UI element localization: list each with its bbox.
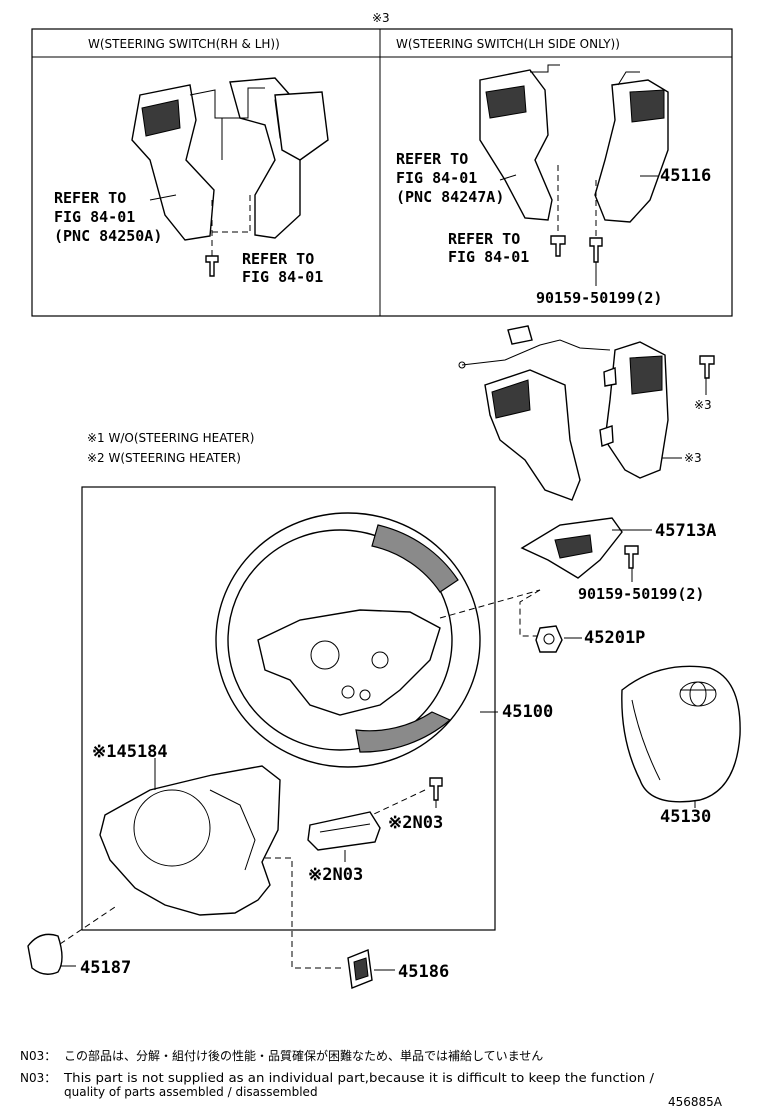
plug-illustration: [347, 949, 373, 989]
switch-pair-left-illustration: [131, 77, 329, 277]
note-jp-prefix: N03：: [20, 1049, 56, 1063]
airbag-illustration: [621, 665, 741, 803]
refer-left-2: REFER TO FIG 84-01: [242, 250, 323, 286]
dashed-line-nut: [519, 589, 541, 637]
label-n03-screw: ※2N03: [388, 813, 443, 833]
label-90159-top: 90159-50199(2): [536, 289, 662, 307]
svg-text:REFER TO: REFER TO: [396, 150, 468, 168]
note-jp-text: この部品は、分解・組付け後の性能・品質確保が困難なため、単品では補給していません: [64, 1048, 543, 1063]
leader-refer-left-1: [149, 194, 177, 201]
svg-text:REFER TO: REFER TO: [242, 250, 314, 268]
steering-wheel-illustration: [215, 512, 481, 768]
cap-illustration: [27, 933, 63, 975]
top-marker: ※3: [372, 11, 390, 25]
note-en-line2: quality of parts assembled / disassemble…: [64, 1085, 318, 1099]
label-45186: 45186: [398, 962, 449, 982]
screw-illustration: [429, 777, 443, 801]
svg-text:FIG 84-01: FIG 84-01: [242, 268, 323, 286]
svg-text:REFER TO: REFER TO: [54, 189, 126, 207]
header-right: W(STEERING SWITCH(LH SIDE ONLY)): [396, 37, 620, 51]
refer-right-2: REFER TO FIG 84-01: [448, 230, 529, 266]
dashed-line-screw: [339, 789, 426, 831]
label-45201P: 45201P: [584, 628, 645, 648]
label-45130: 45130: [660, 807, 711, 827]
svg-text:FIG 84-01: FIG 84-01: [448, 248, 529, 266]
label-mark3-switch: ※3: [684, 451, 702, 465]
label-45713A: 45713A: [655, 521, 716, 541]
variant-table: [31, 28, 733, 317]
refer-left-1: REFER TO FIG 84-01 (PNC 84250A): [54, 189, 162, 245]
switch-bracket-illustration: [520, 517, 639, 579]
figure-id: 456885A: [668, 1095, 723, 1109]
wheel-group-box: [81, 486, 496, 931]
svg-text:FIG 84-01: FIG 84-01: [54, 208, 135, 226]
dashed-line-cap: [59, 904, 119, 945]
note-en-line1: This part is not supplied as an individu…: [63, 1071, 655, 1085]
label-mark3-bolt: ※3: [694, 398, 712, 412]
svg-text:FIG 84-01: FIG 84-01: [396, 169, 477, 187]
svg-text:(PNC 84247A): (PNC 84247A): [396, 188, 504, 206]
legend-item-1: ※1 W/O(STEERING HEATER): [87, 431, 254, 445]
svg-text:(PNC 84250A): (PNC 84250A): [54, 227, 162, 245]
switch-pair-right-illustration: [479, 64, 669, 263]
nut-illustration: [535, 625, 563, 653]
label-45184: ※145184: [92, 742, 168, 762]
lower-cover-illustration: [99, 765, 281, 916]
label-45187: 45187: [80, 958, 131, 978]
leader-refer-right-1: [499, 174, 517, 181]
svg-text:REFER TO: REFER TO: [448, 230, 520, 248]
dashed-line-plug: [265, 857, 345, 969]
heater-module-illustration: [307, 811, 381, 851]
legend-item-2: ※2 W(STEERING HEATER): [87, 451, 241, 465]
dashed-line-bracket: [439, 589, 541, 619]
header-left: W(STEERING SWITCH(RH & LH)): [88, 37, 280, 51]
label-45116: 45116: [660, 166, 711, 186]
label-45100: 45100: [502, 702, 553, 722]
steering-switch-assembly-illustration: [458, 325, 715, 501]
label-n03-module: ※2N03: [308, 865, 363, 885]
label-90159-mid: 90159-50199(2): [578, 585, 704, 603]
note-en-prefix: N03：: [20, 1071, 56, 1085]
refer-right-1: REFER TO FIG 84-01 (PNC 84247A): [396, 150, 504, 206]
